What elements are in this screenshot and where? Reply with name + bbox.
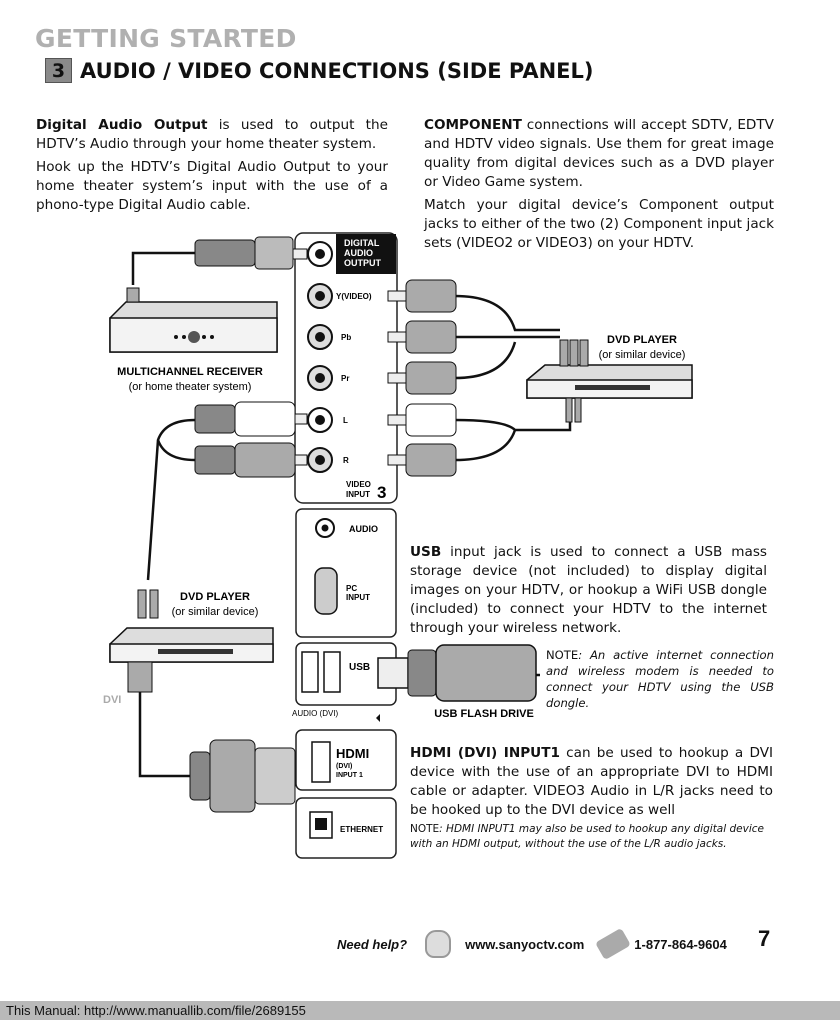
- label-y-video: Y(VIDEO): [336, 292, 372, 301]
- panel-jacks: [301, 241, 341, 839]
- digital-audio-paragraph: Digital Audio Output is used to output t…: [36, 116, 388, 154]
- rca-plugs-right: [387, 279, 457, 477]
- digital-audio-text: Digital Audio Output is used to output t…: [36, 116, 388, 219]
- dvd-left-sublabel: (or similar device): [172, 606, 259, 618]
- label-usb: USB: [349, 662, 370, 673]
- help-row: Need help? www.sanyoctv.com 1-877-864-96…: [337, 927, 727, 961]
- usb-text: USB input jack is used to connect a USB …: [410, 543, 767, 642]
- dvd-player-left: [109, 589, 274, 693]
- mouse-icon: [425, 930, 452, 958]
- usb-drive-label: USB FLASH DRIVE: [434, 708, 534, 720]
- label-audio: AUDIO: [349, 524, 378, 534]
- digital-audio-bold: Digital Audio Output: [36, 117, 208, 133]
- label-pc: PC: [346, 584, 357, 593]
- label-audio-dvi: AUDIO (DVI): [292, 709, 339, 718]
- hdmi-note-label: NOTE: [410, 823, 440, 835]
- hdmi-note: NOTE: HDMI INPUT1 may also be used to ho…: [410, 822, 774, 852]
- step-number-badge: 3: [45, 58, 72, 83]
- label-input: INPUT: [346, 490, 370, 499]
- label-l: L: [343, 416, 348, 425]
- hdmi-note-text: : HDMI INPUT1 may also be used to hookup…: [410, 823, 764, 850]
- usb-bold: USB: [410, 544, 442, 560]
- component-bold: COMPONENT: [424, 117, 522, 133]
- label-pb: Pb: [341, 333, 351, 342]
- digital-audio-hookup: Hook up the HDTV’s Digital Audio Output …: [36, 159, 388, 213]
- hdmi-desc: can be used to hookup a DVI device with …: [410, 745, 773, 818]
- panel-labels: DIGITAL AUDIO OUTPUT Y(VIDEO) Pb Pr L R …: [292, 238, 386, 834]
- label-pc-input: INPUT: [346, 593, 370, 602]
- footer-bar: [0, 1001, 840, 1020]
- label-r: R: [343, 456, 349, 465]
- label-ethernet: ETHERNET: [340, 825, 383, 834]
- label-hdmi: HDMI: [336, 746, 369, 761]
- page-title-row: 3 AUDIO / VIDEO CONNECTIONS (SIDE PANEL): [45, 58, 593, 83]
- usb-flash-drive: [377, 644, 537, 702]
- hdmi-paragraph: HDMI (DVI) INPUT1 can be used to hookup …: [410, 744, 773, 820]
- label-hdmi-input: INPUT 1: [336, 772, 363, 779]
- dvd-left-label: DVD PLAYER: [180, 591, 250, 603]
- footer-link[interactable]: This Manual: http://www.manuallib.com/fi…: [6, 1003, 306, 1018]
- label-digital-3: OUTPUT: [344, 258, 382, 268]
- need-help-text: Need help?: [337, 936, 408, 952]
- usb-note-text: : An active internet connection and wire…: [546, 648, 774, 710]
- component-desc: connections will accept SDTV, EDTV and H…: [424, 117, 774, 190]
- label-video: VIDEO: [346, 480, 371, 489]
- hdmi-bold: HDMI (DVI) INPUT1: [410, 745, 560, 761]
- component-text: COMPONENT connections will accept SDTV, …: [424, 116, 774, 257]
- label-digital-2: AUDIO: [344, 248, 373, 258]
- component-paragraph: COMPONENT connections will accept SDTV, …: [424, 116, 774, 192]
- digital-audio-desc: is used to output the HDTV’s Audio throu…: [36, 117, 388, 152]
- label-pr: Pr: [341, 374, 349, 383]
- hdmi-text: HDMI (DVI) INPUT1 can be used to hookup …: [410, 744, 773, 824]
- label-video-input-num: 3: [377, 483, 386, 502]
- cables: [131, 251, 572, 778]
- dvd-right-sublabel: (or similar device): [599, 349, 686, 361]
- receiver-sublabel: (or home theater system): [129, 381, 252, 393]
- dvi-hdmi-adapter: [189, 714, 380, 813]
- label-dvi-port: (DVI): [336, 763, 352, 770]
- usb-paragraph: USB input jack is used to connect a USB …: [410, 543, 767, 638]
- usb-note-label: NOTE: [546, 648, 579, 662]
- receiver-label: MULTICHANNEL RECEIVER: [117, 366, 263, 378]
- multichannel-receiver: [109, 287, 278, 353]
- rca-plugs-left: [194, 236, 308, 478]
- dvi-label: DVI: [103, 694, 121, 706]
- phone-icon: [595, 927, 632, 961]
- phone-number: 1-877-864-9604: [634, 936, 727, 952]
- usb-desc: input jack is used to connect a USB mass…: [410, 544, 767, 636]
- dvd-player-right: [526, 339, 693, 423]
- page-title: AUDIO / VIDEO CONNECTIONS (SIDE PANEL): [80, 58, 594, 83]
- usb-note: NOTE: An active internet connection and …: [546, 647, 774, 711]
- dvd-right-label: DVD PLAYER: [607, 334, 677, 346]
- website-link[interactable]: www.sanyoctv.com: [465, 936, 585, 952]
- component-hookup: Match your digital device’s Component ou…: [424, 197, 774, 251]
- page-number: 7: [758, 926, 771, 951]
- label-digital-1: DIGITAL: [344, 238, 380, 248]
- section-heading: GETTING STARTED: [35, 24, 297, 53]
